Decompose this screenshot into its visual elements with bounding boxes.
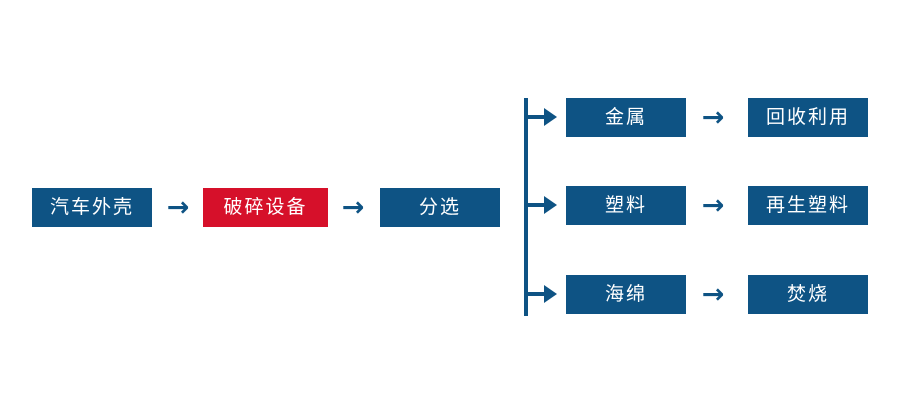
node-crusher[interactable]: 破碎设备	[203, 188, 328, 227]
node-plastic-outcome-label: 再生塑料	[765, 195, 850, 216]
node-plastic[interactable]: 塑料	[566, 186, 686, 225]
branch-arrowhead-icon-metal	[544, 108, 557, 126]
node-sponge[interactable]: 海绵	[566, 275, 686, 314]
branch-arrowhead-icon-plastic	[544, 196, 557, 214]
node-sponge-label: 海绵	[604, 284, 647, 305]
branch-arrowhead-icon-sponge	[544, 285, 557, 303]
node-shell[interactable]: 汽车外壳	[32, 188, 152, 227]
arrow-right-icon-shell-to-crusher: →	[166, 192, 190, 223]
branch-connector-plastic	[528, 203, 546, 207]
arrow-right-icon-metal-to-outcome: →	[701, 102, 725, 133]
node-plastic-label: 塑料	[604, 195, 647, 216]
node-metal-outcome-label: 回收利用	[765, 107, 850, 128]
node-crusher-label: 破碎设备	[223, 197, 308, 218]
node-sorting-label: 分选	[418, 197, 461, 218]
node-metal-label: 金属	[604, 107, 647, 128]
node-metal-outcome[interactable]: 回收利用	[748, 98, 868, 137]
arrow-right-icon-crusher-to-sorting: →	[341, 192, 365, 223]
node-sorting[interactable]: 分选	[380, 188, 500, 227]
branch-connector-metal	[528, 115, 546, 119]
node-plastic-outcome[interactable]: 再生塑料	[748, 186, 868, 225]
node-sponge-outcome[interactable]: 焚烧	[748, 275, 868, 314]
branch-distribution-bar	[524, 98, 528, 316]
arrow-right-icon-sponge-to-outcome: →	[701, 279, 725, 310]
node-metal[interactable]: 金属	[566, 98, 686, 137]
arrow-right-icon-plastic-to-outcome: →	[701, 190, 725, 221]
branch-connector-sponge	[528, 292, 546, 296]
node-shell-label: 汽车外壳	[49, 197, 134, 218]
node-sponge-outcome-label: 焚烧	[786, 284, 829, 305]
